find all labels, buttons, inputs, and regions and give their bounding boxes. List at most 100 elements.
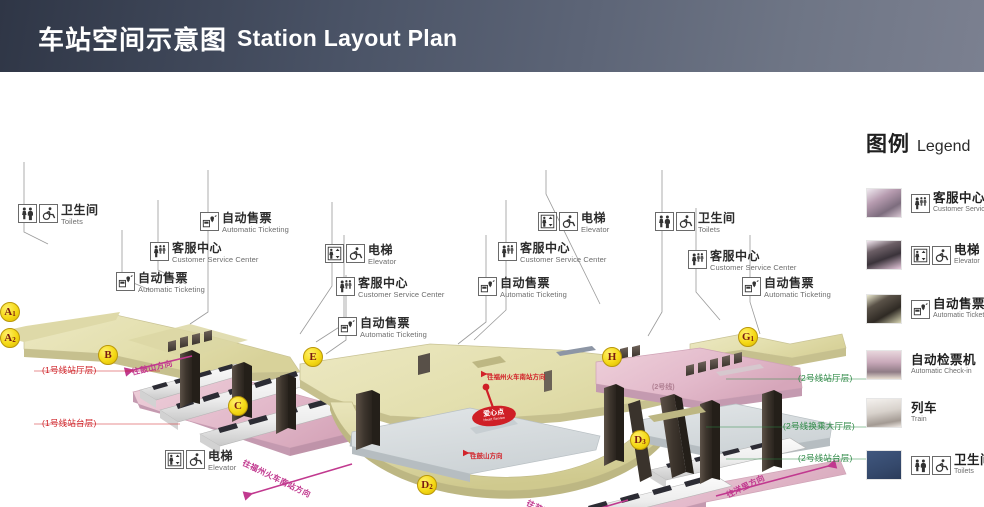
transfer-hall-level <box>349 407 601 482</box>
callout-pictograms <box>165 450 205 469</box>
callout-label-cn: 自动售票 <box>764 276 815 290</box>
level-label: (1号线站厅层) <box>42 365 97 375</box>
ticket-icon <box>116 272 135 291</box>
callout-pictograms <box>336 277 355 296</box>
wheelchair-icon <box>676 212 695 231</box>
callout-label-cn: 电梯 <box>581 211 607 225</box>
level-rule-lines <box>34 370 868 460</box>
ticket-icon <box>911 299 930 319</box>
callout-label-en: Automatic Ticketing <box>222 224 289 234</box>
callout-label-en: Customer Service Center <box>358 289 445 299</box>
elevator-icon <box>165 450 184 469</box>
legend-label-cn: 自动检票机 <box>911 353 977 368</box>
callout-label-en: Elevator <box>208 462 237 472</box>
callout-pictograms <box>538 212 578 231</box>
callout-label-en: Elevator <box>368 256 397 266</box>
exit-marker-label: C <box>234 400 242 412</box>
legend-label-cn: 列车 <box>911 401 938 416</box>
ticket-icon <box>742 277 761 296</box>
callout-label-en: Toilets <box>698 224 720 234</box>
legend-label-cn: 电梯 <box>954 243 981 258</box>
legend-swatch-gate <box>866 350 902 380</box>
love-point-dot <box>482 383 490 391</box>
callout-label-cn: 卫生间 <box>698 211 736 225</box>
wheelchair-icon <box>186 450 205 469</box>
fare-gates-right <box>608 345 742 376</box>
ticket-icon <box>200 212 219 231</box>
legend-pictograms <box>911 299 930 319</box>
exit-marker-label: A <box>4 332 13 344</box>
callout-label-en: Automatic Ticketing <box>138 284 205 294</box>
callout-label-cn: 卫生间 <box>61 203 99 217</box>
legend-title-cn: 图例 <box>866 133 910 156</box>
toilets-icon <box>18 204 37 223</box>
legend-pictograms <box>911 245 951 265</box>
exit-marker-H[interactable]: H <box>602 347 622 367</box>
callout-label-en: Customer Service Center <box>710 262 797 272</box>
customer-service-icon <box>336 277 355 296</box>
escalators <box>556 346 764 422</box>
level-label: (2号线站厅层) <box>798 373 853 383</box>
exit-marker-label: D <box>421 479 430 491</box>
legend-label-en: Toilets <box>954 468 974 476</box>
exit-marker-subscript: 1 <box>12 310 16 318</box>
exit-marker-B[interactable]: B <box>98 345 118 365</box>
exit-marker-C[interactable]: C <box>228 396 248 416</box>
callout-label-cn: 电梯 <box>208 449 234 463</box>
page-title-cn: 车站空间示意图 <box>38 25 228 55</box>
callout-label-cn: 客服中心 <box>172 241 223 255</box>
exit-marker-label: E <box>309 351 317 363</box>
callout-label-en: Automatic Ticketing <box>764 289 831 299</box>
callout-label-en: Elevator <box>581 224 610 234</box>
legend-swatch-toilets <box>866 450 902 480</box>
exit-marker-label: G <box>741 331 751 343</box>
callout-label-en: Automatic Ticketing <box>360 329 427 339</box>
toilets-icon <box>655 212 674 231</box>
callout-pictograms <box>338 317 357 336</box>
callout-label-cn: 客服中心 <box>358 276 409 290</box>
page-title-en: Station Layout Plan <box>237 25 458 51</box>
legend-label-cn: 卫生间 <box>954 453 984 468</box>
exit-marker-subscript: 2 <box>429 483 433 491</box>
exit-marker-E[interactable]: E <box>303 347 323 367</box>
callout-pictograms <box>116 272 135 291</box>
callout-pictograms <box>478 277 497 296</box>
exit-marker-subscript: 3 <box>642 438 646 446</box>
floor-annotation: (2号线) <box>652 384 675 391</box>
elevator-icon <box>538 212 557 231</box>
toilets-icon <box>911 455 930 475</box>
page-title: 车站空间示意图 Station Layout Plan <box>38 20 457 57</box>
